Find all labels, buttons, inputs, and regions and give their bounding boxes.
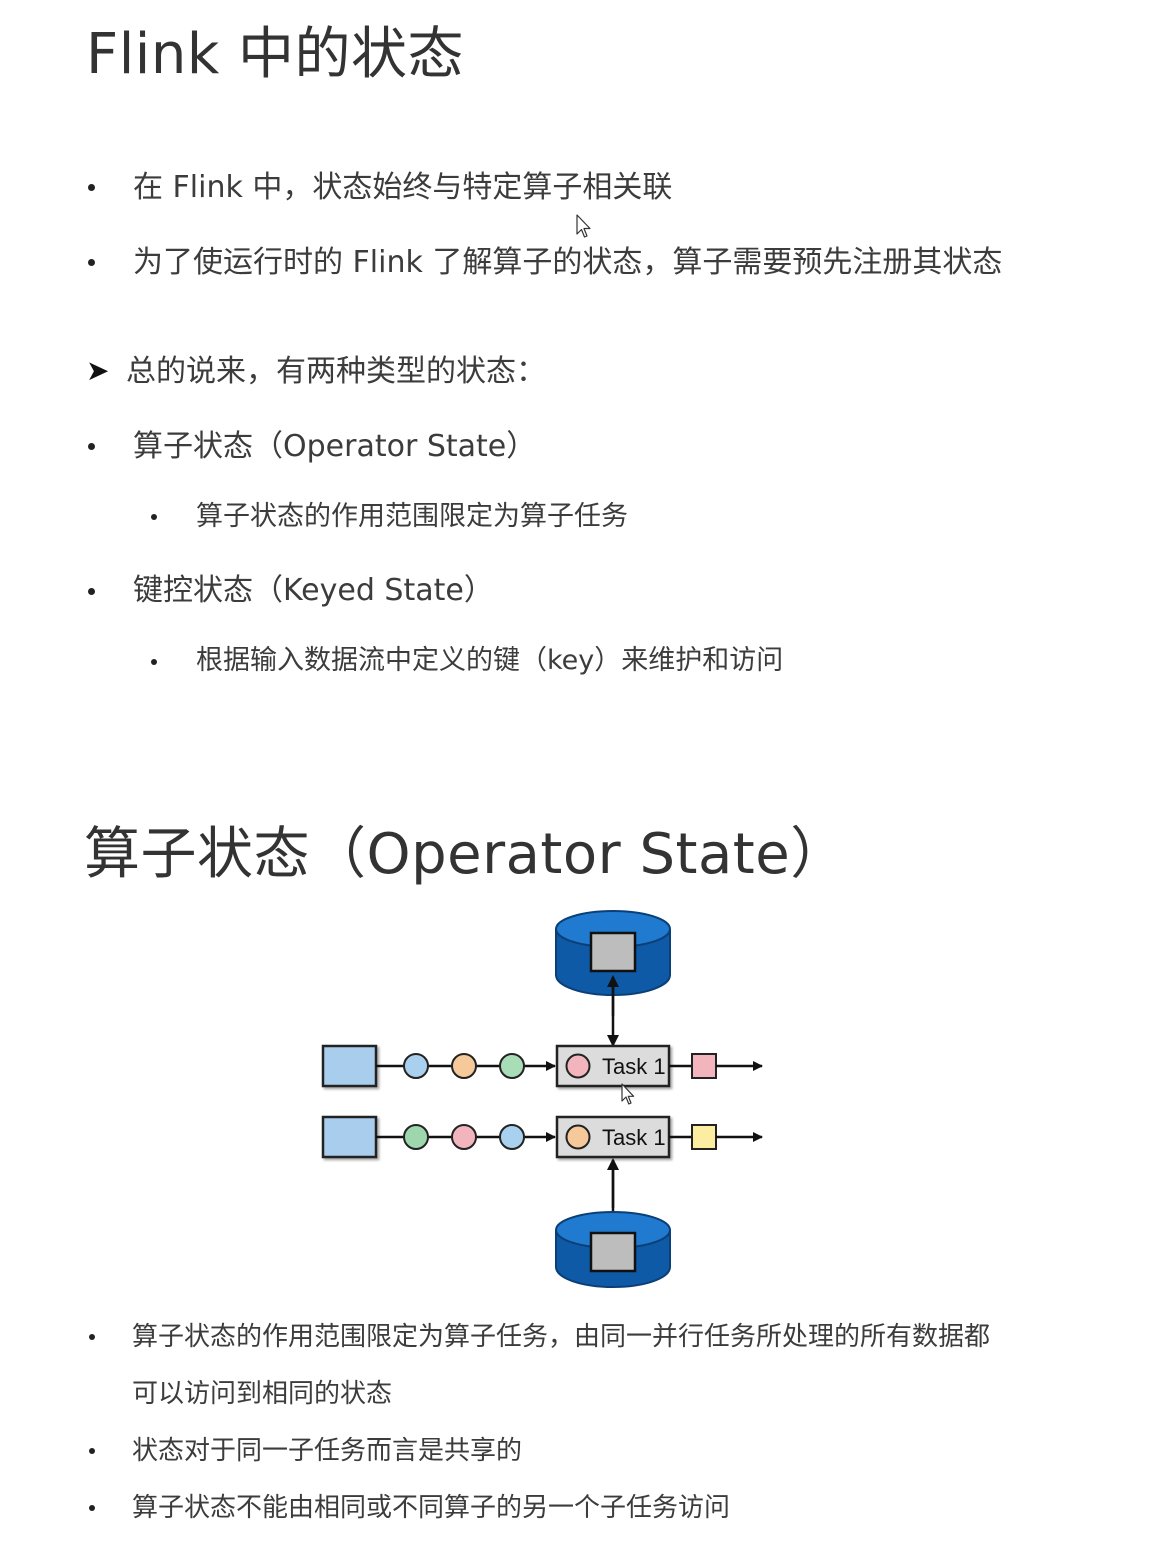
record-circle <box>499 1053 525 1079</box>
bullet-dot <box>89 1448 95 1454</box>
operator-state-diagram: Task 1 Task 1 <box>321 910 763 1288</box>
section2-bullet-2: 状态对于同一子任务而言是共享的 <box>132 1436 523 1466</box>
bullet-dot <box>88 443 95 450</box>
task-label: Task 1 <box>602 1125 666 1150</box>
bullet-dot <box>89 1505 95 1511</box>
sub-bullet-dot <box>151 659 157 665</box>
operator-state-desc: 算子状态的作用范围限定为算子任务 <box>196 501 628 532</box>
output-square <box>691 1124 717 1150</box>
section2-bullet-1-cont: 可以访问到相同的状态 <box>132 1379 393 1409</box>
operator-state-label: 算子状态（Operator State） <box>133 429 537 464</box>
bullet-dot <box>88 184 95 191</box>
state-backend-top-db-icon <box>555 910 671 996</box>
section2-bullet-1: 算子状态的作用范围限定为算子任务，由同一并行任务所处理的所有数据都 <box>132 1322 991 1352</box>
source-square <box>321 1115 378 1159</box>
state-circle <box>565 1053 591 1079</box>
bullet-dot <box>88 259 95 266</box>
section1-bullet-1: 在 Flink 中，状态始终与特定算子相关联 <box>133 170 673 205</box>
bullet-dot <box>88 588 95 595</box>
section2-title: 算子状态（Operator State） <box>84 822 847 887</box>
task-label: Task 1 <box>602 1054 666 1079</box>
task-row-1: Task 1 <box>321 1044 763 1088</box>
record-circle <box>451 1124 477 1150</box>
section1-arrow-item: 总的说来，有两种类型的状态： <box>126 354 546 389</box>
mouse-cursor-icon <box>621 1083 635 1105</box>
record-circle <box>451 1053 477 1079</box>
output-square <box>691 1053 717 1079</box>
section1-bullet-2: 为了使运行时的 Flink 了解算子的状态，算子需要预先注册其状态 <box>133 245 1003 280</box>
mouse-cursor-icon <box>576 214 591 238</box>
record-circle <box>403 1053 429 1079</box>
keyed-state-desc: 根据输入数据流中定义的键（key）来维护和访问 <box>196 645 784 676</box>
state-circle <box>565 1124 591 1150</box>
section2-bullet-3: 算子状态不能由相同或不同算子的另一个子任务访问 <box>132 1493 731 1523</box>
arrow-bullet-icon: ➤ <box>86 354 110 387</box>
bullet-dot <box>89 1334 95 1340</box>
source-square <box>321 1044 378 1088</box>
keyed-state-label: 键控状态（Keyed State） <box>133 573 494 608</box>
task-row-2: Task 1 <box>321 1115 763 1159</box>
section1-title: Flink 中的状态 <box>86 22 465 87</box>
sub-bullet-dot <box>151 514 157 520</box>
record-circle <box>403 1124 429 1150</box>
record-circle <box>499 1124 525 1150</box>
state-backend-bottom-db-icon <box>555 1211 671 1288</box>
